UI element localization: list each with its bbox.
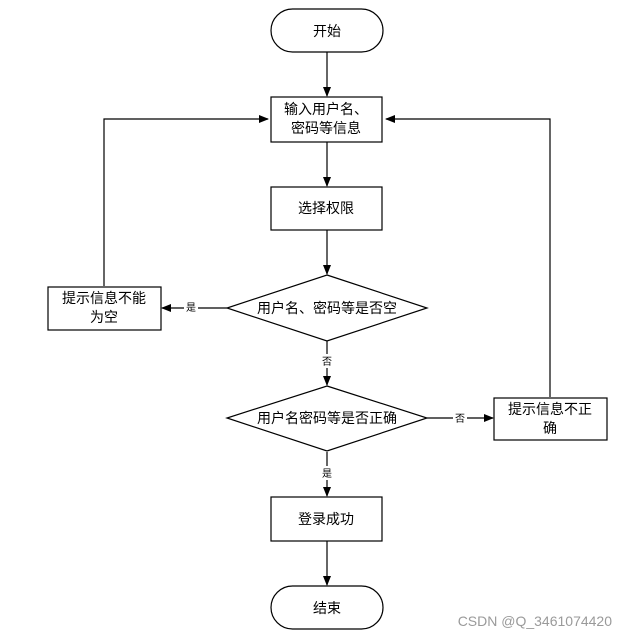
end-terminator bbox=[270, 585, 384, 630]
start-terminator bbox=[270, 8, 384, 53]
watermark: CSDN @Q_3461074420 bbox=[458, 613, 613, 629]
start-label: 开始 bbox=[313, 24, 341, 40]
input-process-box bbox=[270, 96, 383, 143]
edge-label-empty-no: 否 bbox=[322, 356, 332, 368]
edge-label-correct-no: 否 bbox=[455, 413, 465, 425]
end-label: 结束 bbox=[313, 601, 341, 617]
correct-check-label: 用户名密码等是否正确 bbox=[257, 410, 397, 427]
empty-check-label: 用户名、密码等是否空 bbox=[257, 300, 397, 317]
edge-label-empty-yes: 是 bbox=[186, 302, 196, 314]
login-success-box bbox=[270, 496, 383, 542]
input-label-line-2: 密码等信息 bbox=[291, 120, 361, 137]
incorrect-message-line-2: 确 bbox=[543, 421, 557, 437]
select-permission-label: 选择权限 bbox=[298, 201, 354, 217]
correct-check-decision bbox=[225, 385, 429, 452]
incorrect-message-box bbox=[493, 397, 608, 441]
edge-incorrect-message-back-to-input bbox=[385, 115, 551, 397]
login-success-label: 登录成功 bbox=[298, 512, 354, 528]
select-permission-box bbox=[270, 186, 383, 231]
empty-message-line-2: 为空 bbox=[90, 310, 118, 326]
empty-message-box bbox=[47, 286, 162, 331]
incorrect-message-line-1: 提示信息不正 bbox=[508, 401, 592, 418]
edge-empty-message-back-to-input bbox=[103, 115, 269, 286]
empty-check-decision bbox=[225, 274, 429, 342]
empty-message-line-1: 提示信息不能 bbox=[62, 290, 146, 307]
edge-label-correct-yes: 是 bbox=[322, 468, 332, 480]
input-label-line-1: 输入用户名、 bbox=[284, 101, 368, 118]
